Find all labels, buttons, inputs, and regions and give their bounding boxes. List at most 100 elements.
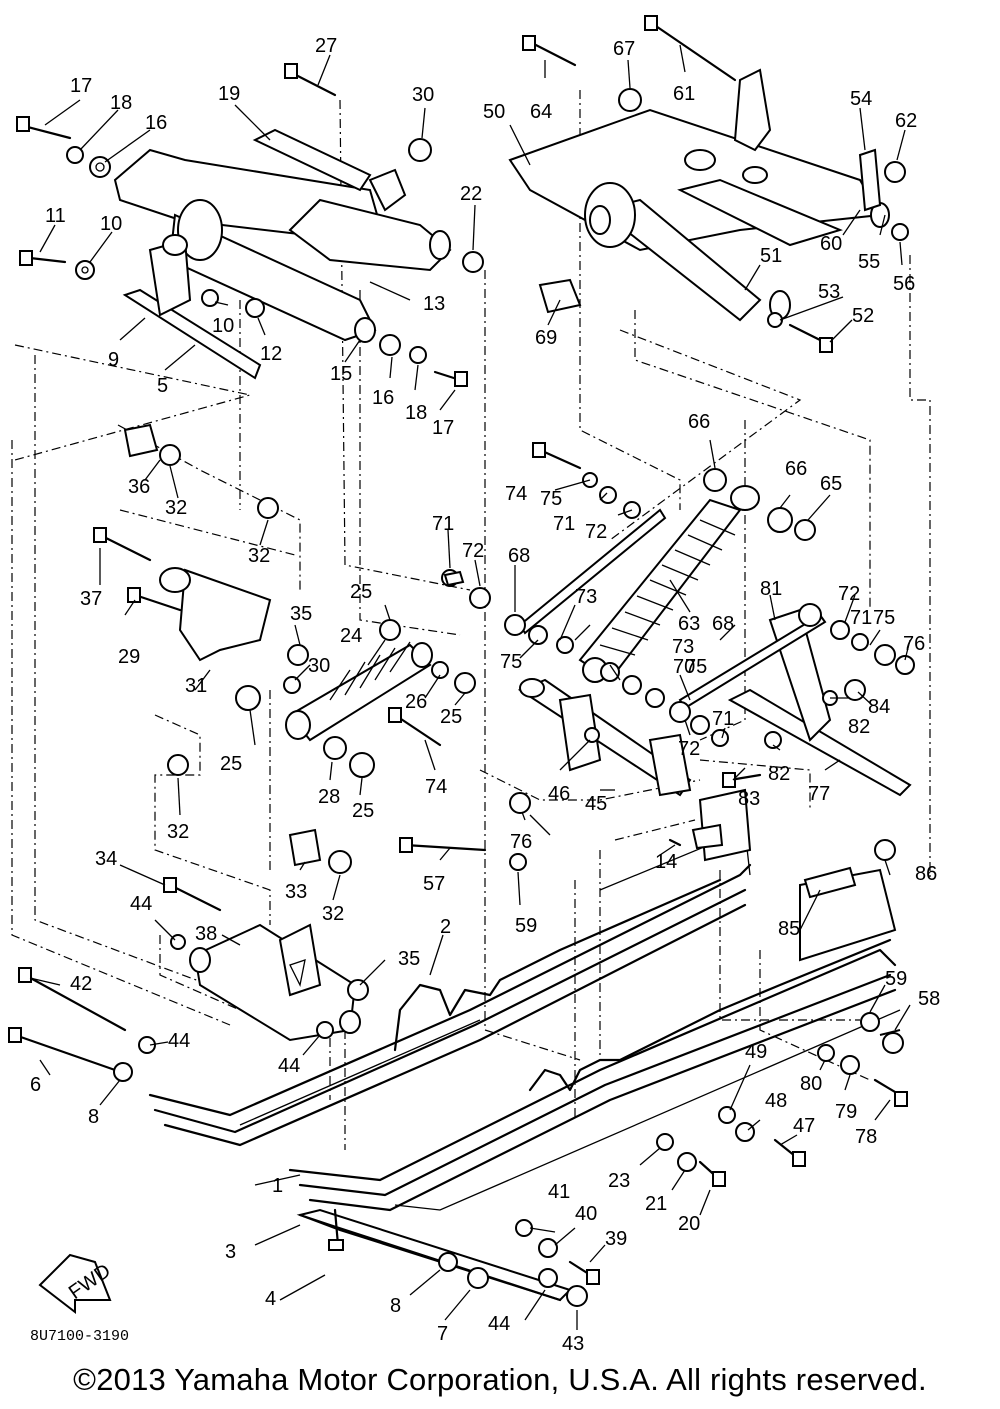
callout-37: 37: [80, 588, 102, 610]
callout-14: 14: [655, 851, 677, 873]
callout-2: 2: [440, 916, 451, 938]
callout-66a: 66: [688, 411, 710, 433]
callout-44d: 44: [488, 1313, 510, 1335]
callout-81: 81: [760, 578, 782, 600]
callout-75c: 75: [685, 656, 707, 678]
callout-51: 51: [760, 245, 782, 267]
callout-71a: 71: [553, 513, 575, 535]
callout-23: 23: [608, 1170, 630, 1192]
callout-29: 29: [118, 646, 140, 668]
callout-68a: 68: [508, 545, 530, 567]
suspension-exploded-diagram: FWD 8U7100-3190: [8, 15, 940, 1350]
callout-74b: 74: [425, 776, 447, 798]
callout-66b: 66: [785, 458, 807, 480]
callout-80: 80: [800, 1073, 822, 1095]
callout-72d: 72: [678, 738, 700, 760]
callout-72b: 72: [462, 540, 484, 562]
callout-21: 21: [645, 1193, 667, 1215]
callout-3: 3: [225, 1241, 236, 1263]
callout-32c: 32: [167, 821, 189, 843]
callout-54: 54: [850, 88, 872, 110]
callout-41: 41: [548, 1181, 570, 1203]
callout-11: 11: [45, 205, 66, 227]
callout-39: 39: [605, 1228, 627, 1250]
callout-10a: 10: [100, 213, 122, 235]
callout-71d: 71: [712, 708, 734, 730]
callout-57: 57: [423, 873, 445, 895]
callout-17a: 17: [70, 75, 92, 97]
callout-28: 28: [318, 786, 340, 808]
callout-25c: 25: [440, 706, 462, 728]
callout-20: 20: [678, 1213, 700, 1235]
callout-35a: 35: [290, 603, 312, 625]
callout-70: 70: [673, 656, 695, 678]
callout-30b: 30: [308, 655, 330, 677]
callout-50: 50: [483, 101, 505, 123]
callout-45: 45: [585, 793, 607, 815]
callout-12: 12: [260, 343, 282, 365]
callout-13: 13: [423, 293, 445, 315]
callout-43: 43: [562, 1333, 584, 1350]
callout-35b: 35: [398, 948, 420, 970]
drawing-code: 8U7100-3190: [30, 1328, 129, 1345]
callout-74a: 74: [505, 483, 527, 505]
callout-75a: 75: [540, 488, 562, 510]
callout-53: 53: [818, 281, 840, 303]
callout-64: 64: [530, 101, 552, 123]
rear-arm-51: [508, 68, 890, 322]
callout-72c: 72: [838, 583, 860, 605]
callout-60: 60: [820, 233, 842, 255]
callout-59a: 59: [885, 968, 907, 990]
callout-65: 65: [820, 473, 842, 495]
callout-31: 31: [185, 675, 207, 697]
callout-83: 83: [738, 788, 760, 810]
callout-59b: 59: [515, 915, 537, 937]
callout-16b: 16: [372, 387, 394, 409]
callout-76a: 76: [510, 831, 532, 853]
callout-8b: 8: [390, 1295, 401, 1317]
callout-33: 33: [285, 881, 307, 903]
callout-38: 38: [195, 923, 217, 945]
callout-56: 56: [893, 273, 915, 295]
callout-71c: 71: [850, 607, 872, 629]
callout-82b: 82: [768, 763, 790, 785]
callout-1: 1: [272, 1175, 283, 1197]
callout-leader-lines: [29, 44, 911, 1330]
callout-75b: 75: [500, 651, 522, 673]
callout-6: 6: [30, 1074, 41, 1096]
callout-24: 24: [340, 625, 362, 647]
callout-84: 84: [868, 696, 890, 718]
front-arm-13: [113, 128, 452, 343]
callout-82a: 82: [848, 716, 870, 738]
callout-32a: 32: [165, 497, 187, 519]
callout-numbers: 1 2 3 4 5 6 7 8 8 9 10 10 11 12 13 14 15…: [30, 35, 940, 1350]
callout-18b: 18: [405, 402, 427, 424]
callout-10b: 10: [212, 315, 234, 337]
callout-44a: 44: [130, 893, 152, 915]
callout-55: 55: [858, 251, 880, 273]
callout-46: 46: [548, 783, 570, 805]
callout-86: 86: [915, 863, 937, 885]
callout-75d: 75: [873, 607, 895, 629]
callout-7: 7: [437, 1323, 448, 1345]
callout-25d: 25: [352, 800, 374, 822]
front-shock-24: [159, 567, 433, 742]
rear-pivot-77: [678, 608, 912, 797]
callout-32b: 32: [248, 545, 270, 567]
center-pivot-45: [517, 678, 692, 797]
callout-52: 52: [852, 305, 874, 327]
callout-85: 85: [778, 918, 800, 940]
callout-25b: 25: [220, 753, 242, 775]
callout-30a: 30: [412, 84, 434, 106]
callout-40: 40: [575, 1203, 597, 1225]
callout-34: 34: [95, 848, 117, 870]
callout-62: 62: [895, 110, 917, 132]
callout-44c: 44: [278, 1055, 300, 1077]
hardware-parts: [8, 15, 915, 1307]
callout-47: 47: [793, 1115, 815, 1137]
slide-rail-2: [148, 829, 752, 1147]
callout-4: 4: [265, 1288, 276, 1310]
callout-49: 49: [745, 1041, 767, 1063]
callout-5: 5: [157, 375, 168, 397]
callout-61: 61: [673, 83, 695, 105]
